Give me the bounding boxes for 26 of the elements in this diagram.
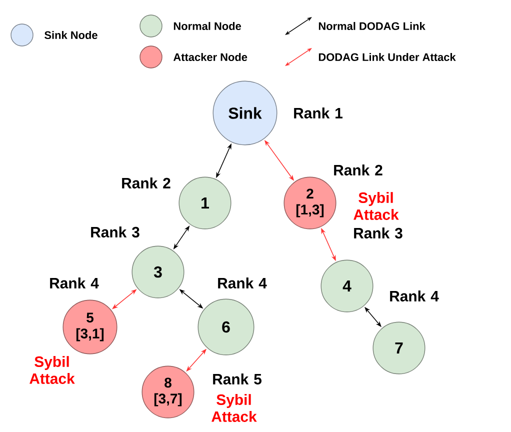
- rank-label: Rank 3: [354, 228, 402, 238]
- legend-label: Normal DODAG Link: [318, 22, 426, 30]
- rank-label: Rank 5: [213, 374, 262, 384]
- network-node: 5 [3,1]: [62, 300, 118, 354]
- attack-label: Sybil Attack: [212, 394, 257, 422]
- network-node: 4: [320, 260, 374, 312]
- attack-label: Sybil Attack: [30, 356, 75, 384]
- rank-label: Rank 2: [122, 178, 170, 188]
- network-node: 8 [3,7]: [142, 366, 194, 418]
- network-node: Sink: [212, 80, 278, 146]
- network-node: 3: [132, 246, 184, 298]
- legend-label: Sink Node: [44, 30, 98, 40]
- network-node: 1: [178, 176, 232, 230]
- attack-label: Sybil Attack: [354, 192, 399, 220]
- legend-label: Attacker Node: [173, 52, 248, 62]
- rank-label: Rank 4: [218, 278, 267, 288]
- legend-label: DODAG Link Under Attack: [318, 52, 456, 62]
- rank-label: Rank 4: [50, 278, 99, 288]
- rank-label: Rank 3: [91, 226, 140, 238]
- network-node: 7: [372, 322, 426, 374]
- legend-label: Normal Node: [174, 22, 242, 30]
- rank-label: Rank 2: [334, 164, 382, 176]
- network-node: 6: [198, 298, 254, 356]
- rank-label: Rank 4: [390, 290, 439, 302]
- network-node: 2 [1,3]: [284, 176, 336, 230]
- rank-label: Rank 1: [294, 108, 342, 118]
